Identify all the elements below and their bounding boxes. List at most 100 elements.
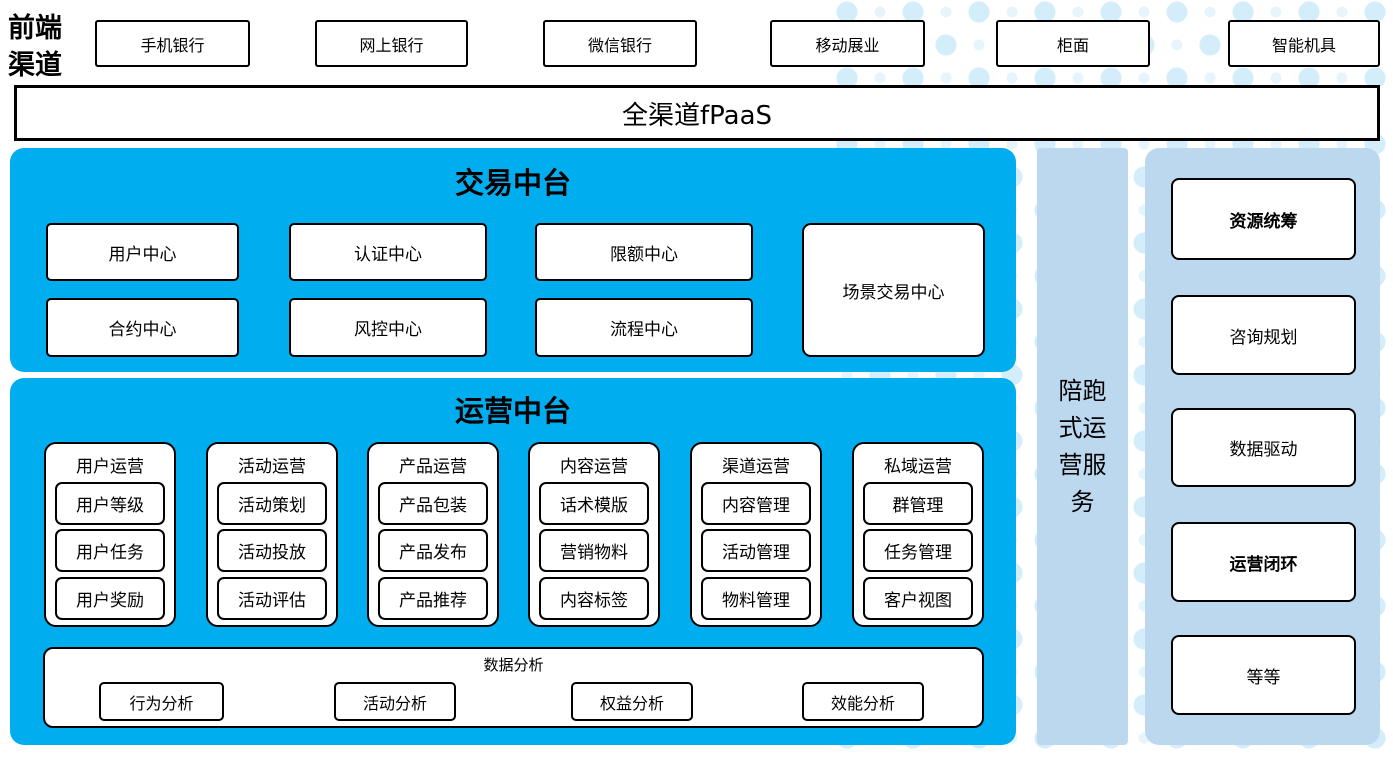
service-box-etc: 等等 xyxy=(1171,635,1356,715)
group-private-domain-operation: 私域运营 群管理 任务管理 客户视图 xyxy=(852,442,984,627)
center-label: 用户中心 xyxy=(108,244,177,265)
group-item-label: 话术模版 xyxy=(560,496,628,516)
analysis-item-efficiency: 效能分析 xyxy=(802,682,924,721)
center-box-process: 流程中心 xyxy=(535,298,753,357)
group-item-label: 活动管理 xyxy=(722,543,790,563)
service-box-resource-planning: 资源统筹 xyxy=(1171,178,1356,260)
front-channel-label-line2: 渠道 xyxy=(8,50,62,81)
analysis-item-label: 效能分析 xyxy=(830,693,895,713)
channel-box-wechat-banking: 微信银行 xyxy=(543,20,697,67)
channel-label: 网上银行 xyxy=(359,35,424,55)
group-item: 内容管理 xyxy=(701,482,811,525)
data-analysis-title: 数据分析 xyxy=(483,656,544,674)
group-product-operation: 产品运营 产品包装 产品发布 产品推荐 xyxy=(367,442,499,627)
group-item-label: 活动策划 xyxy=(238,496,306,516)
group-channel-operation: 渠道运营 内容管理 活动管理 物料管理 xyxy=(690,442,822,627)
analysis-item-label: 行为分析 xyxy=(129,693,194,713)
service-box-label: 资源统筹 xyxy=(1229,211,1298,232)
channel-box-mobile-banking: 手机银行 xyxy=(95,20,250,67)
analysis-item-rights: 权益分析 xyxy=(571,682,693,721)
group-item-label: 产品推荐 xyxy=(399,591,467,611)
group-item-label: 产品发布 xyxy=(399,543,467,563)
center-box-contract: 合约中心 xyxy=(46,298,239,357)
group-item: 产品包装 xyxy=(378,482,488,525)
service-panel: 资源统筹 咨询规划 数据驱动 运营闭环 等等 xyxy=(1145,148,1380,745)
group-item: 群管理 xyxy=(863,482,973,525)
group-item: 客户视图 xyxy=(863,577,973,620)
service-box-label: 等等 xyxy=(1246,667,1281,688)
service-box-label: 运营闭环 xyxy=(1229,554,1298,575)
center-box-user: 用户中心 xyxy=(46,223,239,281)
group-item: 营销物料 xyxy=(539,529,649,572)
center-label: 认证中心 xyxy=(354,244,422,265)
service-box-consulting-planning: 咨询规划 xyxy=(1171,295,1356,375)
group-item-label: 群管理 xyxy=(892,496,944,516)
group-item-label: 内容标签 xyxy=(560,591,628,611)
group-title: 私域运营 xyxy=(884,457,952,477)
center-box-scene-transaction: 场景交易中心 xyxy=(802,223,985,357)
center-label: 合约中心 xyxy=(108,320,177,340)
group-item: 用户等级 xyxy=(55,482,165,525)
fpaas-bar: 全渠道fPaaS xyxy=(14,85,1380,141)
group-item: 活动评估 xyxy=(217,577,327,620)
group-item-label: 客户视图 xyxy=(884,591,952,611)
service-box-label: 咨询规划 xyxy=(1229,327,1298,348)
group-title: 用户运营 xyxy=(76,457,144,477)
group-item-label: 物料管理 xyxy=(722,591,790,611)
fpaas-label: 全渠道fPaaS xyxy=(621,100,773,131)
service-box-data-driven: 数据驱动 xyxy=(1171,408,1356,487)
group-item-label: 用户任务 xyxy=(76,543,144,563)
service-box-operation-loop: 运营闭环 xyxy=(1171,522,1356,602)
channel-label: 移动展业 xyxy=(815,35,880,55)
group-content-operation: 内容运营 话术模版 营销物料 内容标签 xyxy=(528,442,660,627)
group-item-label: 任务管理 xyxy=(884,543,952,563)
group-item-label: 营销物料 xyxy=(560,543,628,563)
operation-platform-panel: 运营中台 用户运营 用户等级 用户任务 用户奖励 活动运营 活动策划 活动投放 … xyxy=(10,378,1016,745)
center-box-risk: 风控中心 xyxy=(289,298,487,357)
group-item: 产品推荐 xyxy=(378,577,488,620)
group-title: 渠道运营 xyxy=(722,457,790,477)
analysis-item-label: 权益分析 xyxy=(599,693,664,713)
transaction-platform-title: 交易中台 xyxy=(454,166,571,200)
group-item: 活动管理 xyxy=(701,529,811,572)
channel-box-online-banking: 网上银行 xyxy=(315,20,468,67)
group-item: 产品发布 xyxy=(378,529,488,572)
data-analysis-box: 数据分析 行为分析 活动分析 权益分析 效能分析 xyxy=(43,647,984,728)
front-channel-label-line1: 前端 xyxy=(8,13,62,44)
group-title: 内容运营 xyxy=(560,457,628,477)
group-item-label: 活动投放 xyxy=(238,543,306,563)
group-item: 话术模版 xyxy=(539,482,649,525)
group-item: 活动投放 xyxy=(217,529,327,572)
center-label: 风控中心 xyxy=(354,320,422,340)
front-channel-label: 前端 渠道 xyxy=(8,10,88,84)
center-label: 限额中心 xyxy=(610,244,678,265)
group-title: 产品运营 xyxy=(399,457,467,477)
group-item-label: 产品包装 xyxy=(399,496,467,516)
center-box-auth: 认证中心 xyxy=(289,223,487,281)
center-label: 流程中心 xyxy=(610,320,678,340)
channel-box-smart-devices: 智能机具 xyxy=(1228,20,1380,67)
channel-label: 手机银行 xyxy=(140,35,205,55)
companion-service-label: 陪跑式运营服务 xyxy=(1058,376,1107,516)
center-box-limit: 限额中心 xyxy=(535,223,753,281)
channel-label: 柜面 xyxy=(1056,35,1089,55)
group-activity-operation: 活动运营 活动策划 活动投放 活动评估 xyxy=(206,442,338,627)
channel-box-counter: 柜面 xyxy=(996,20,1150,67)
group-user-operation: 用户运营 用户等级 用户任务 用户奖励 xyxy=(44,442,176,627)
group-item: 内容标签 xyxy=(539,577,649,620)
group-item-label: 用户奖励 xyxy=(76,591,144,611)
channel-label: 微信银行 xyxy=(587,35,652,55)
group-item: 物料管理 xyxy=(701,577,811,620)
group-item: 用户奖励 xyxy=(55,577,165,620)
analysis-item-activity: 活动分析 xyxy=(334,682,456,721)
group-item: 活动策划 xyxy=(217,482,327,525)
group-title: 活动运营 xyxy=(238,457,306,477)
channel-label: 智能机具 xyxy=(1271,35,1336,55)
center-label: 场景交易中心 xyxy=(842,282,945,303)
group-item-label: 用户等级 xyxy=(76,496,144,516)
group-item: 任务管理 xyxy=(863,529,973,572)
operation-platform-title: 运营中台 xyxy=(454,394,571,428)
group-item-label: 活动评估 xyxy=(238,591,306,611)
group-item: 用户任务 xyxy=(55,529,165,572)
